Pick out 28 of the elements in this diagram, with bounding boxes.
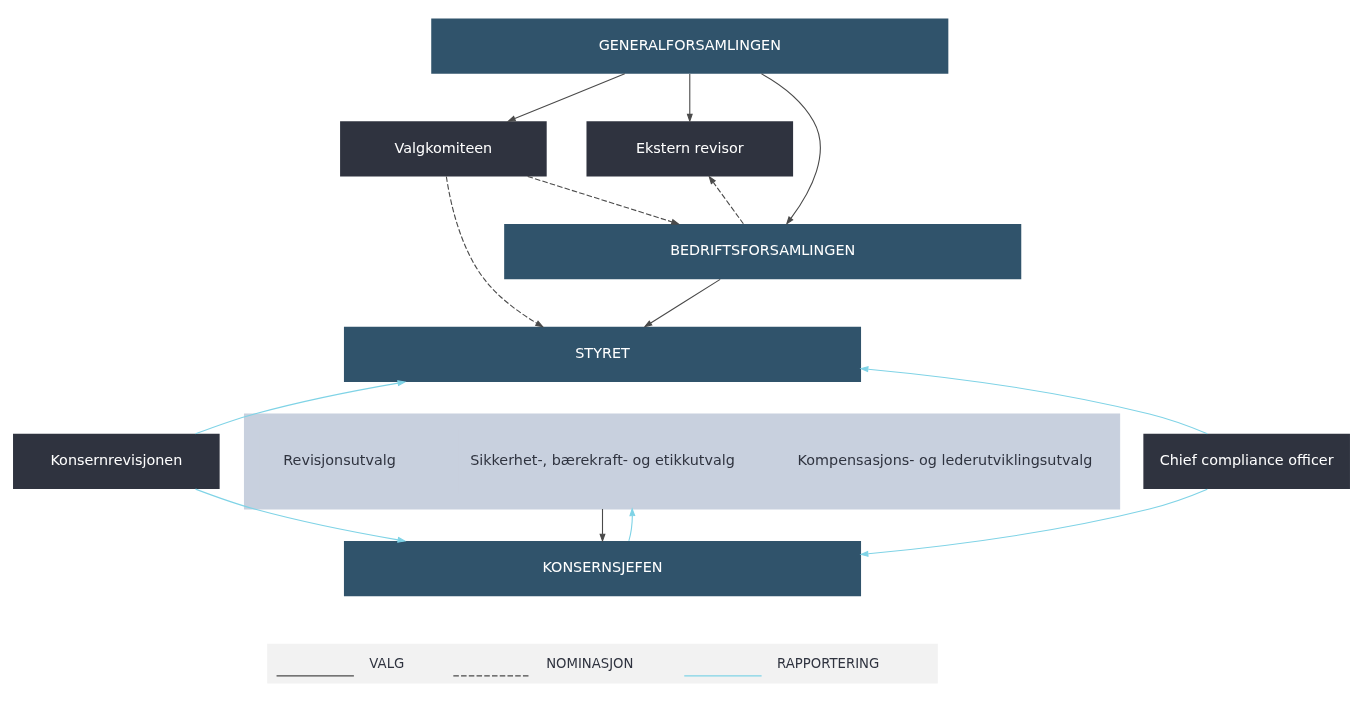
node-box: Valgkomiteen <box>340 120 547 176</box>
arrow <box>643 278 721 327</box>
arrow <box>445 175 545 327</box>
node-text: Revisjonsutvalg <box>283 451 396 468</box>
legend-label: VALG <box>369 655 405 671</box>
legend-label: NOMINASJON <box>546 655 634 671</box>
arrow <box>708 175 744 224</box>
arrow <box>859 365 1208 434</box>
node-text: Sikkerhet-, bærekraft- og etikkutvalg <box>470 451 735 468</box>
arrow <box>599 507 606 543</box>
arrow <box>195 379 407 434</box>
arrow <box>760 72 821 225</box>
node-box: STYRET <box>343 326 862 382</box>
legend-label: RAPPORTERING <box>777 655 880 671</box>
node-box: BEDRIFTSFORSAMLINGEN <box>504 223 1022 279</box>
cluster <box>243 412 1121 510</box>
node-box: GENERALFORSAMLINGEN <box>431 17 949 74</box>
node-text: Kompensasjons- og lederutviklingsutvalg <box>797 451 1093 468</box>
arrow <box>195 488 407 543</box>
node-box: Konsernrevisjonen <box>13 433 220 489</box>
arrow <box>527 175 681 225</box>
arrow <box>628 506 636 541</box>
arrow <box>506 72 626 122</box>
node-box: Chief compliance officer <box>1143 433 1350 489</box>
arrow <box>859 488 1208 557</box>
arrow <box>686 73 693 123</box>
node-box: KONSERNSJEFEN <box>343 540 862 596</box>
node-box: Ekstern revisor <box>586 120 794 176</box>
